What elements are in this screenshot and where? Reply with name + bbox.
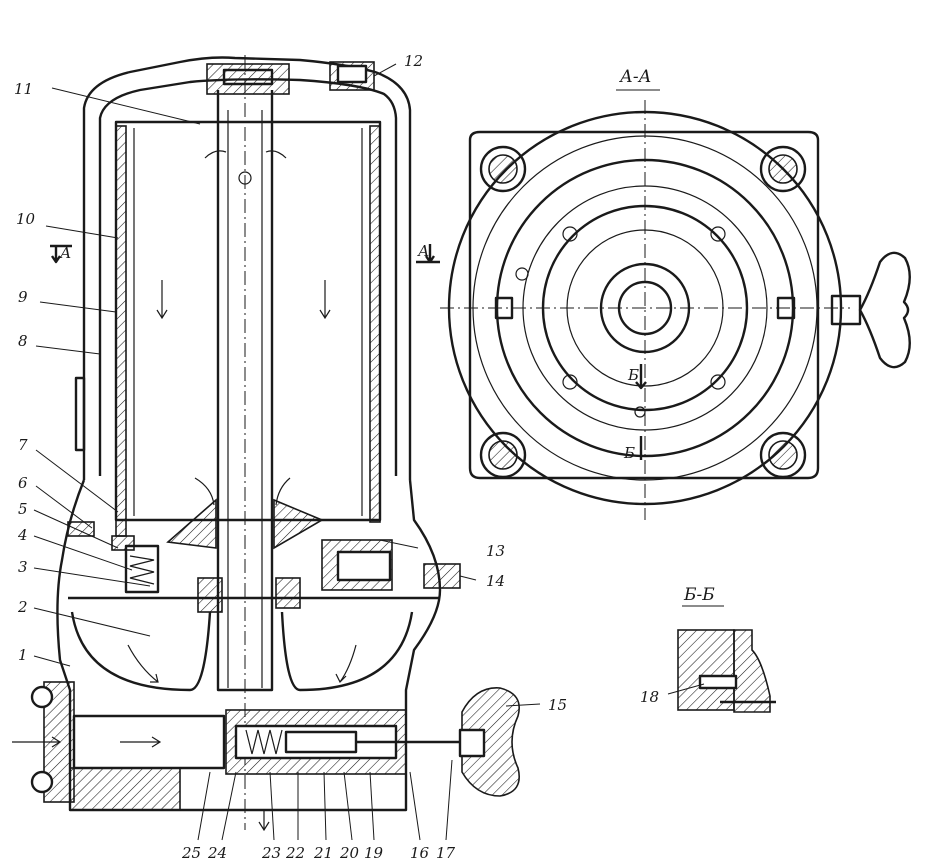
callout-11: 11 — [14, 80, 33, 98]
cut-label-b-bottom: Б — [623, 444, 635, 462]
inner-hole-3 — [562, 374, 578, 390]
seal-ring-left — [111, 535, 135, 551]
flow-arrow-left — [156, 280, 168, 320]
callout-19: 19 — [364, 844, 384, 862]
flow-arrow-right — [319, 280, 331, 320]
corner-bolt-tl — [479, 145, 527, 193]
top-flow-arrows — [204, 150, 287, 159]
air-plug-cap — [336, 64, 368, 84]
deflector-left — [166, 498, 217, 549]
callout-7: 7 — [18, 436, 28, 454]
inner-hole-5 — [515, 267, 529, 281]
callout-2: 2 — [17, 598, 28, 616]
top-cap-nut — [222, 68, 274, 86]
spring-housing-left — [124, 544, 160, 594]
inner-hole-2 — [710, 226, 726, 242]
nameplate — [74, 376, 86, 452]
callout-24: 24 — [207, 844, 227, 862]
inner-hole-1 — [562, 226, 578, 242]
callout-4: 4 — [17, 526, 28, 544]
callout-5: 5 — [18, 500, 28, 518]
callout-9: 9 — [18, 288, 28, 306]
callout-25: 25 — [181, 844, 201, 862]
callout-21: 21 — [313, 844, 333, 862]
callout-23: 23 — [261, 844, 281, 862]
valve-spring — [245, 729, 283, 755]
section-bb-title: Б-Б — [683, 585, 715, 605]
sump-arrow-right — [335, 644, 357, 684]
bearing-block — [197, 577, 223, 613]
cut-mark-b-top — [635, 364, 647, 390]
section-aa-view — [440, 100, 911, 520]
handwheel-hub — [458, 728, 486, 758]
callout-14: 14 — [486, 572, 505, 590]
callout-17: 17 — [436, 844, 456, 862]
cut-label-a-right: А — [417, 242, 429, 260]
leader-lines — [33, 63, 660, 841]
bb-pin — [634, 406, 646, 418]
cut-mark-a-left — [50, 244, 72, 264]
flange-bolt-bottom — [30, 770, 54, 794]
filter-element-outer — [114, 120, 382, 522]
housing-cover-outline — [82, 56, 412, 480]
bolt-14 — [423, 563, 461, 589]
deflector-arcs — [194, 477, 291, 506]
corner-bolt-tr — [759, 145, 807, 193]
aa-wing-handle — [858, 251, 911, 369]
valve-block-right-inner — [336, 550, 392, 582]
callout-18: 18 — [640, 688, 659, 706]
callout-1: 1 — [18, 646, 28, 664]
sump-arrow-left — [127, 644, 159, 683]
aa-handle-stem — [830, 294, 862, 326]
seal-left — [67, 521, 95, 537]
bearing-block-right — [275, 577, 301, 609]
cut-label-a-left: А — [59, 244, 71, 262]
inlet-flow-arrow — [12, 736, 162, 748]
section-bb-view — [667, 605, 776, 713]
lower-wall-hatch — [69, 767, 181, 811]
callout-20: 20 — [339, 844, 360, 862]
callout-22: 22 — [285, 844, 305, 862]
corner-bolt-bl — [479, 431, 527, 479]
cut-mark-a-right — [416, 244, 440, 264]
clip-right — [776, 296, 796, 320]
callout-10: 10 — [16, 210, 36, 228]
section-aa-title: А-А — [619, 67, 652, 87]
deflector-right — [273, 498, 324, 550]
housing-cover-inner — [98, 78, 398, 476]
top-boss — [206, 63, 290, 95]
spring-left — [129, 555, 155, 585]
callout-13: 13 — [486, 542, 505, 560]
callout-15: 15 — [548, 696, 567, 714]
callout-16: 16 — [410, 844, 430, 862]
filter-pack-left — [115, 125, 127, 537]
square-flange — [468, 130, 820, 480]
callout-3: 3 — [18, 558, 28, 576]
filter-pack-right — [369, 125, 381, 523]
bb-leader — [667, 683, 705, 695]
bb-channel — [698, 674, 738, 690]
sump-bowl — [68, 596, 440, 692]
flange-bolt-top — [30, 685, 54, 709]
bb-right-wall — [733, 629, 771, 713]
tube-hole — [238, 171, 252, 185]
drain-arrow — [258, 810, 270, 832]
callout-12: 12 — [404, 52, 423, 70]
inner-hole-4 — [710, 374, 726, 390]
corner-bolt-br — [759, 431, 807, 479]
clip-left — [494, 296, 514, 320]
cut-label-b-top: Б — [627, 366, 639, 384]
main-section-view — [12, 55, 520, 832]
handwheel-15 — [461, 687, 520, 797]
callout-8: 8 — [18, 332, 28, 350]
bb-body — [677, 629, 735, 711]
callout-6: 6 — [18, 474, 28, 492]
